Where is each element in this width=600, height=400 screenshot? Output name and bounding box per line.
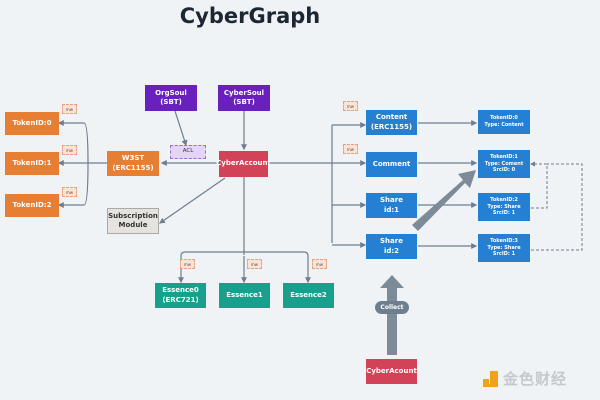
node-label: Subscription	[108, 211, 158, 220]
node-label: Module	[118, 221, 148, 229]
node-label: Share	[380, 196, 403, 205]
essence-2-node[interactable]: Essence2	[283, 283, 334, 308]
collect-label: Collect	[375, 301, 409, 314]
node-label: (ERC721)	[162, 295, 199, 304]
comment-node[interactable]: Comment	[366, 152, 417, 177]
node-label: id:1	[383, 205, 400, 214]
node-label: W3ST	[121, 154, 145, 163]
node-label: id:2	[383, 246, 400, 255]
token-line: TokenID:2	[490, 196, 518, 203]
mw-badge: mw	[343, 101, 358, 111]
right-token-3-node[interactable]: TokenID:3 Type: Share SrcID: 1	[478, 234, 530, 262]
token-line: Type: Coment	[484, 160, 524, 167]
node-label: Comment	[372, 159, 411, 168]
node-label: TokenID:1	[12, 158, 52, 167]
token-line: Type: Share	[487, 203, 521, 210]
mw-badge: mw	[343, 144, 358, 154]
node-label: CyberSoul	[223, 88, 265, 97]
node-label: Essence1	[226, 290, 263, 299]
diagram-title: CyberGraph	[179, 4, 321, 28]
share-2-node[interactable]: Share id:2	[366, 234, 417, 259]
acl-node[interactable]: ACL	[170, 145, 206, 159]
edge-token2-srcid	[531, 163, 548, 209]
w3st-node[interactable]: W3ST (ERC1155)	[107, 151, 159, 176]
edge-w3st-tokens	[60, 122, 107, 206]
node-label: (SBT)	[233, 98, 255, 106]
node-label: CyberAcount	[366, 366, 417, 375]
subscription-module-node[interactable]: Subscription Module	[107, 208, 159, 234]
watermark-text: 金色财经	[503, 370, 568, 388]
node-label: CyberAccount	[216, 159, 271, 168]
token-line: Type: Share	[487, 244, 521, 251]
token-id-1-node[interactable]: TokenID:1	[5, 152, 59, 175]
right-token-2-node[interactable]: TokenID:2 Type: Share SrcID: 1	[478, 193, 530, 221]
node-label: (ERC1155)	[370, 122, 413, 131]
right-token-1-node[interactable]: TokenID:1 Type: Coment SrcID: 0	[478, 150, 530, 178]
node-label: (SBT)	[160, 98, 182, 106]
essence-1-node[interactable]: Essence1	[219, 283, 270, 308]
mw-badge: mw	[62, 187, 77, 197]
node-label: Content	[375, 113, 408, 122]
essence-0-node[interactable]: Essence0 (ERC721)	[155, 283, 206, 308]
token-line: TokenID:1	[490, 153, 518, 160]
node-label: TokenID:2	[12, 200, 52, 209]
edge-orgsoul-acl	[174, 110, 188, 147]
watermark-logo-icon	[483, 370, 499, 387]
content-node[interactable]: Content (ERC1155)	[366, 110, 417, 135]
cyberacount-bottom-node[interactable]: CyberAcount	[366, 359, 417, 384]
token-line: SrcID: 1	[492, 251, 516, 258]
node-label: (ERC1155)	[112, 163, 154, 172]
orgsoul-node[interactable]: OrgSoul (SBT)	[145, 85, 197, 111]
edge-cyberaccount-subscription	[159, 177, 226, 224]
edge-cyberaccount-content-trunk	[268, 125, 333, 243]
cyberaccount-node[interactable]: CyberAccount	[216, 151, 271, 177]
token-id-2-node[interactable]: TokenID:2	[5, 194, 59, 217]
edge-token3-srcid	[531, 163, 583, 251]
mw-badge: mw	[312, 259, 327, 269]
node-label: ACL	[182, 148, 194, 155]
token-id-0-node[interactable]: TokenID:0	[5, 112, 59, 135]
share-1-node[interactable]: Share id:1	[366, 193, 417, 218]
cybersoul-node[interactable]: CyberSoul (SBT)	[218, 85, 270, 111]
token-line: Type: Content	[484, 122, 524, 128]
watermark: 金色财经	[483, 368, 567, 389]
mw-badge: mw	[62, 104, 77, 114]
token-line: TokenID:3	[490, 237, 518, 244]
token-line: TokenID:0	[490, 115, 518, 122]
node-label: Essence2	[290, 290, 327, 299]
mw-badge: mw	[62, 145, 77, 155]
mw-badge: mw	[180, 259, 195, 269]
big-arrow-share-to-comment	[412, 170, 476, 231]
edge-cyberaccount-essences	[180, 177, 309, 257]
right-token-0-node[interactable]: TokenID:0 Type: Content	[478, 110, 530, 134]
node-label: TokenID:0	[12, 118, 52, 127]
big-arrow-collect-shaft	[387, 285, 397, 355]
node-label: OrgSoul	[155, 88, 187, 97]
token-line: SrcID: 0	[492, 167, 516, 174]
node-label: Share	[380, 237, 403, 246]
node-label: Essence0	[162, 286, 199, 295]
token-line: SrcID: 1	[492, 210, 516, 217]
mw-badge: mw	[247, 259, 262, 269]
